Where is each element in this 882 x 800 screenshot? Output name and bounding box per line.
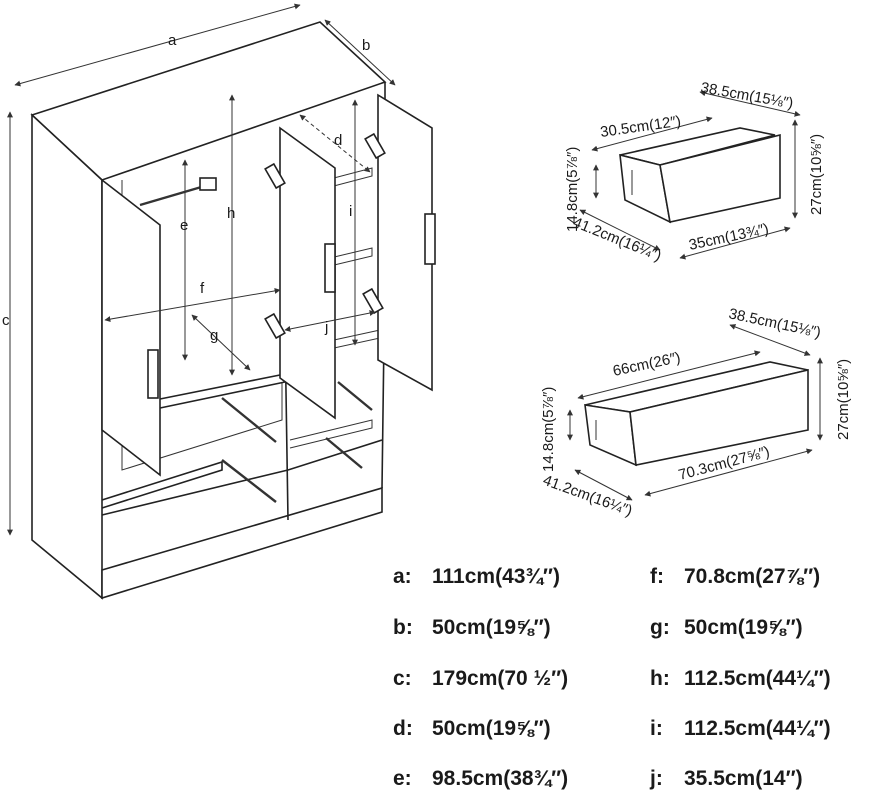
centre-door-handle [324,243,336,293]
legend-key-b: b: [393,616,413,639]
large-drawer-depth: 38.5cm(15⅛″) [727,305,822,341]
small-dim-depth [699,90,801,117]
wardrobe-shelf [153,374,287,409]
runner-rail-2 [221,459,277,503]
runner-rail-3 [337,381,373,411]
large-drawer-drawing: 66cm(26″) 38.5cm(15⅛″) 14.8cm(5⅞″) 27cm(… [540,305,852,520]
legend-key-i: i: [650,717,663,740]
legend-value-i: 112.5cm(44¼″) [684,717,831,740]
legend-key-a: a: [393,565,412,588]
label-f: f [200,280,205,297]
large-dim-outer-depth [574,469,633,501]
small-dim-width [591,116,713,152]
dimension-legend: a: 111cm(43¾″) b: 50cm(19⅝″) c: 179cm(70… [393,565,831,790]
legend-value-j: 35.5cm(14″) [684,767,803,790]
legend-key-e: e: [393,767,412,790]
legend-value-d: 50cm(19⅝″) [432,717,551,740]
large-dim-width [577,350,761,400]
large-drawer-height: 14.8cm(5⅞″) [540,387,557,472]
wardrobe-top [30,21,387,181]
large-dim-depth [729,324,811,356]
dim-a-line [14,3,301,87]
legend-key-d: d: [393,717,413,740]
label-j: j [324,319,328,336]
legend-value-a: 111cm(43¾″) [432,565,560,588]
legend-key-f: f: [650,565,664,588]
legend-value-h: 112.5cm(44¼″) [684,667,831,690]
runner-rail-4 [325,437,363,469]
legend-key-j: j: [649,767,663,790]
rail-bracket [199,177,217,191]
legend-value-e: 98.5cm(38¾″) [432,767,568,790]
legend-value-c: 179cm(70 ½″) [432,667,568,690]
small-dim-outer-width [679,226,791,260]
small-drawer-height: 14.8cm(5⅞″) [564,147,581,232]
label-d: d [334,132,342,149]
right-door [377,93,433,392]
legend-key-c: c: [393,667,412,690]
wardrobe-bottom-shelf [101,439,383,516]
small-drawer-drawing: 30.5cm(12″) 38.5cm(15⅛″) 14.8cm(5⅞″) 27c… [564,79,825,265]
wardrobe-right-shelf-4 [289,419,373,449]
large-drawer-width: 66cm(26″) [611,349,682,380]
legend-value-f: 70.8cm(27⅞″) [684,565,820,588]
small-drawer-outer-height: 27cm(10⅝″) [808,134,825,215]
label-b: b [362,37,370,54]
dim-d-line [299,114,371,173]
label-h: h [227,205,235,222]
dim-b-line [324,19,396,86]
large-dim-outer-width [644,448,813,497]
wardrobe-lower-shelf [101,460,223,509]
label-c: c [2,312,10,329]
legend-key-h: h: [650,667,670,690]
runner-rail-1 [221,397,277,443]
small-drawer-depth: 38.5cm(15⅛″) [699,79,794,112]
wardrobe-drawing: a b c d e f g h i j [2,3,436,600]
large-drawer-outer-depth: 41.2cm(16¼″) [541,472,635,520]
label-e: e [180,217,188,234]
dim-j-line [284,310,376,332]
left-door-handle [147,349,159,399]
left-door [101,178,161,477]
small-drawer-outer-depth: 41.2cm(16¼″) [571,214,664,265]
small-drawer-outer-width: 35cm(13¾″) [687,220,770,254]
label-g: g [210,327,218,344]
right-door-handle [424,213,436,265]
large-drawer-side [584,404,637,467]
legend-key-g: g: [650,616,670,639]
dim-g-line [191,314,251,371]
small-drawer-front [659,133,781,223]
dim-f-line [104,287,281,323]
legend-value-b: 50cm(19⅝″) [432,616,551,639]
small-dim-outer-depth [579,209,661,251]
wardrobe-left-side [31,113,103,600]
label-a: a [168,32,177,49]
label-i: i [349,203,352,220]
large-drawer-outer-height: 27cm(10⅝″) [835,359,852,440]
legend-value-g: 50cm(19⅝″) [684,616,803,639]
